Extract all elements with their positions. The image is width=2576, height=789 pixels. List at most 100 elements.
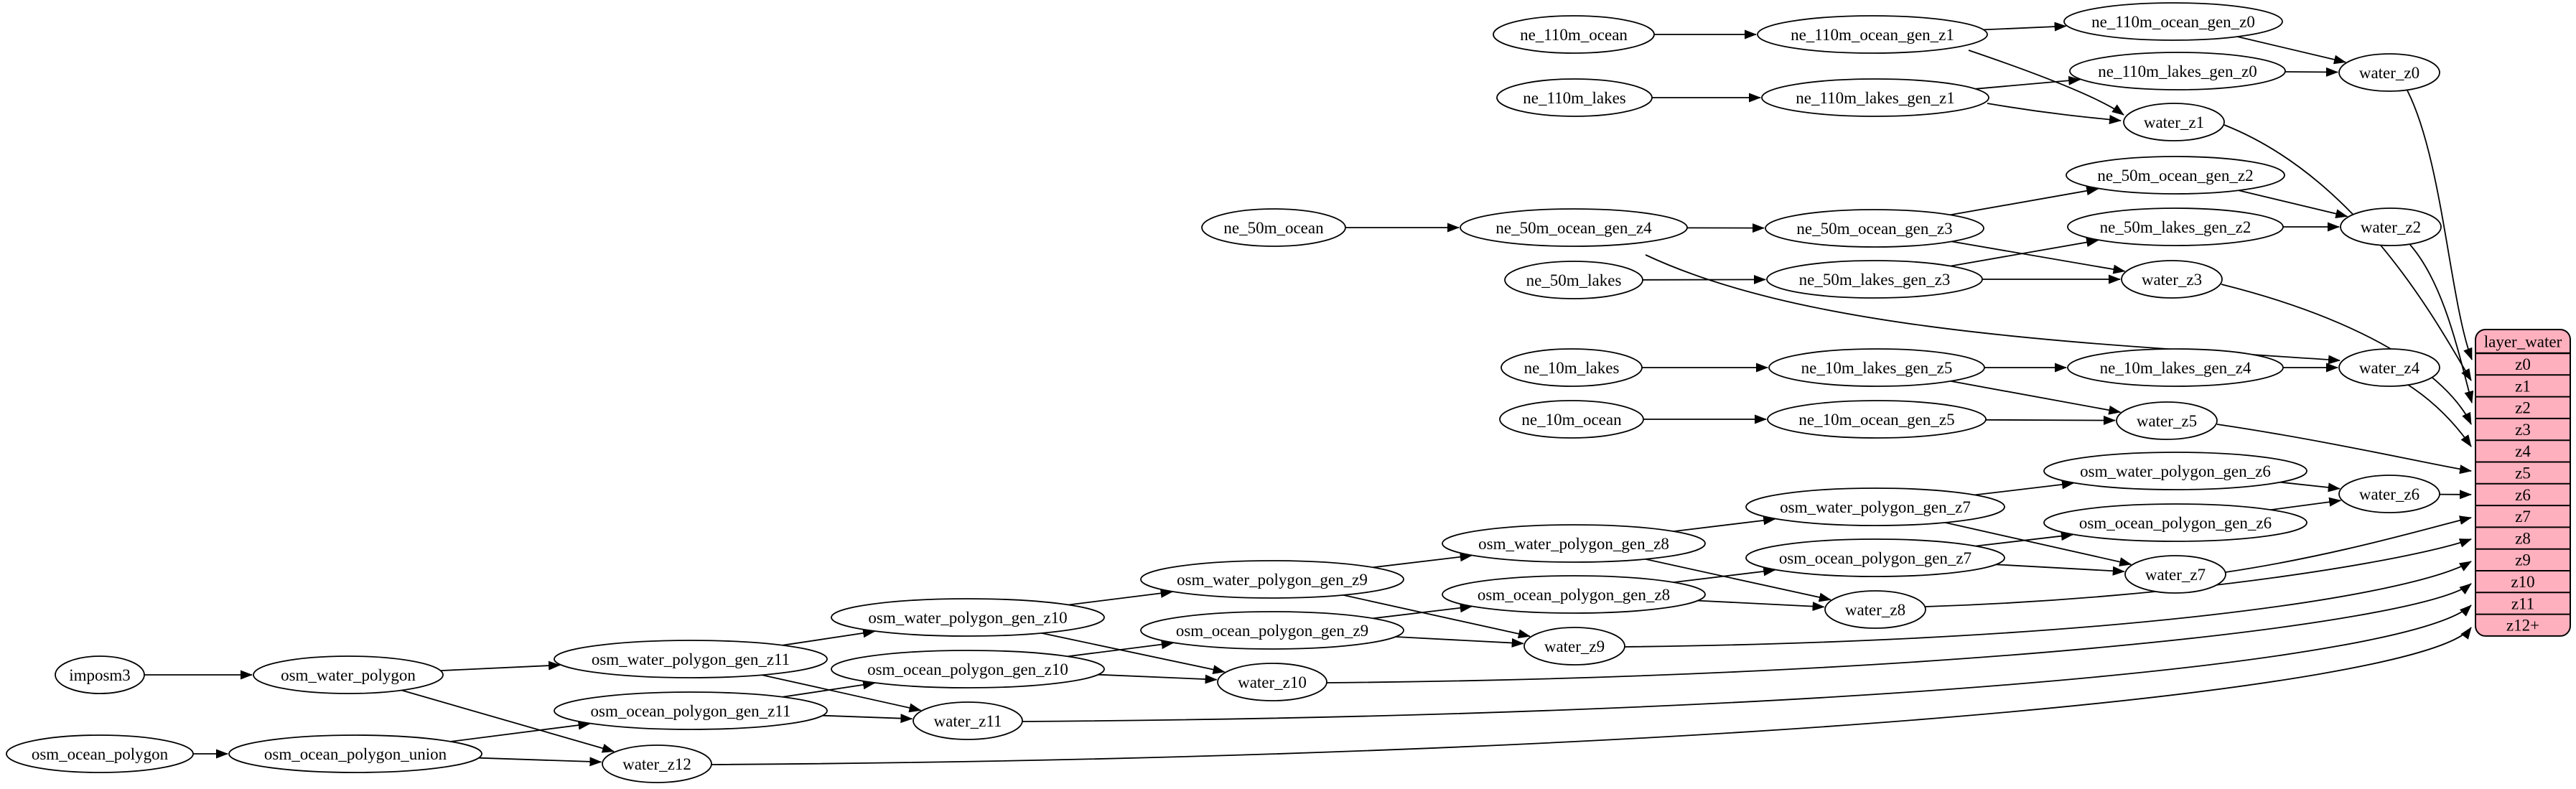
node-ellipse-osm_ocean_polygon_union [228, 734, 482, 773]
node-ne_110m_lakes: ne_110m_lakes [1496, 78, 1653, 117]
node-ellipse-ne_110m_ocean [1493, 15, 1655, 54]
edge-water_z7--row_z7 [2225, 515, 2472, 573]
edge-ne_110m_lakes_gen_z1--water_z1 [1987, 103, 2122, 124]
edge-osm_ocean_polygon_gen_z11--water_z11 [822, 714, 913, 724]
node-osm_ocean_polygon: osm_ocean_polygon [6, 734, 194, 773]
node-imposm3: imposm3 [55, 655, 145, 694]
node-ne_110m_ocean_gen_z0: ne_110m_ocean_gen_z0 [2063, 2, 2283, 41]
node-label-osm_ocean_polygon_gen_z8: osm_ocean_polygon_gen_z8 [1478, 586, 1670, 604]
node-ellipse-water_z6 [2338, 475, 2440, 513]
node-ellipse-imposm3 [55, 655, 145, 694]
edge-water_z11--row_z11 [1021, 604, 2472, 722]
edge-ne_50m_ocean_gen_z3--water_z3 [1951, 241, 2126, 274]
node-ellipse-osm_water_polygon_gen_z10 [831, 598, 1105, 637]
node-water_z3: water_z3 [2121, 260, 2223, 299]
node-label-osm_water_polygon: osm_water_polygon [281, 666, 416, 684]
edge-ne_110m_ocean_gen_z1--water_z1 [1968, 50, 2124, 116]
node-label-water_z12: water_z12 [622, 755, 691, 773]
node-label-water_z2: water_z2 [2361, 218, 2421, 236]
node-ellipse-ne_110m_ocean_gen_z0 [2063, 2, 2283, 41]
edge-ne_50m_ocean_gen_z3--ne_50m_ocean_gen_z2 [1950, 186, 2099, 216]
node-ne_10m_ocean: ne_10m_ocean [1499, 400, 1644, 439]
node-ne_110m_lakes_gen_z0: ne_110m_lakes_gen_z0 [2069, 52, 2286, 90]
node-label-ne_110m_lakes: ne_110m_lakes [1523, 89, 1626, 107]
node-label-osm_ocean_polygon_gen_z6: osm_ocean_polygon_gen_z6 [2079, 514, 2272, 532]
node-label-imposm3: imposm3 [69, 666, 131, 684]
edge-osm_water_polygon_gen_z8--water_z8 [1645, 558, 1831, 602]
node-ellipse-water_z11 [913, 701, 1023, 740]
node-ne_50m_ocean_gen_z4: ne_50m_ocean_gen_z4 [1460, 208, 1688, 247]
edge-osm_ocean_polygon_gen_z11--osm_ocean_polygon_gen_z10 [782, 680, 876, 698]
node-osm_ocean_polygon_gen_z11: osm_ocean_polygon_gen_z11 [554, 691, 828, 730]
table-row-z4: z4 [2515, 442, 2531, 460]
node-water_z1: water_z1 [2123, 103, 2225, 141]
node-water_z9: water_z9 [1523, 627, 1625, 666]
node-label-osm_ocean_polygon_union: osm_ocean_polygon_union [264, 745, 447, 763]
node-ellipse-water_z3 [2121, 260, 2223, 299]
node-label-osm_water_polygon_gen_z9: osm_water_polygon_gen_z9 [1177, 571, 1368, 589]
edge-osm_water_polygon_gen_z7--osm_water_polygon_gen_z6 [1974, 480, 2074, 496]
edge-water_z10--row_z10 [1325, 583, 2472, 683]
table-background [2475, 329, 2571, 637]
node-label-water_z0: water_z0 [2359, 64, 2419, 82]
node-ellipse-ne_50m_ocean_gen_z2 [2066, 156, 2285, 195]
node-label-ne_10m_lakes_gen_z4: ne_10m_lakes_gen_z4 [2100, 359, 2251, 377]
node-ellipse-osm_ocean_polygon_gen_z10 [831, 650, 1105, 688]
node-label-water_z5: water_z5 [2137, 412, 2197, 430]
node-label-ne_50m_ocean_gen_z3: ne_50m_ocean_gen_z3 [1796, 220, 1952, 238]
edge-osm_water_polygon_gen_z8--osm_water_polygon_gen_z7 [1673, 515, 1776, 532]
edge-osm_ocean_polygon_gen_z7--osm_ocean_polygon_gen_z6 [1975, 531, 2073, 547]
node-ne_50m_ocean: ne_50m_ocean [1201, 208, 1346, 247]
table-row-z6: z6 [2515, 486, 2531, 504]
node-ellipse-ne_50m_lakes_gen_z2 [2067, 207, 2284, 246]
node-label-osm_ocean_polygon_gen_z7: osm_ocean_polygon_gen_z7 [1779, 549, 1971, 567]
edge-osm_water_polygon--water_z12 [401, 689, 615, 753]
edge-osm_water_polygon_gen_z9--osm_water_polygon_gen_z8 [1373, 552, 1473, 569]
node-osm_water_polygon_gen_z9: osm_water_polygon_gen_z9 [1140, 560, 1404, 599]
node-label-osm_ocean_polygon: osm_ocean_polygon [32, 745, 169, 763]
node-label-osm_ocean_polygon_gen_z11: osm_ocean_polygon_gen_z11 [591, 702, 791, 720]
edge-osm_water_polygon_gen_z6--water_z6 [2279, 481, 2341, 492]
edge-ne_10m_ocean_gen_z5--water_z5 [1985, 416, 2116, 426]
table-row-z9: z9 [2515, 551, 2531, 569]
edge-osm_ocean_polygon_union--water_z12 [478, 757, 602, 767]
edge-ne_50m_ocean_gen_z4--water_z4 [1645, 254, 2341, 365]
node-ellipse-osm_ocean_polygon_gen_z7 [1745, 538, 2005, 577]
node-ne_50m_ocean_gen_z2: ne_50m_ocean_gen_z2 [2066, 156, 2285, 195]
edge-water_z4--row_z4 [2405, 383, 2472, 447]
edge-osm_water_polygon_gen_z10--water_z10 [1041, 632, 1226, 674]
table-row-z3: z3 [2515, 421, 2531, 439]
table-row-z0: z0 [2515, 355, 2531, 373]
edge-water_z8--row_z8 [1925, 538, 2472, 607]
table-row-z10: z10 [2511, 573, 2534, 591]
edge-water_z9--row_z9 [1624, 561, 2472, 648]
node-water_z6: water_z6 [2338, 475, 2440, 513]
node-ellipse-osm_water_polygon_gen_z11 [554, 640, 828, 678]
table-row-z2: z2 [2515, 399, 2531, 417]
edge-ne_110m_lakes_gen_z0--water_z0 [2285, 67, 2338, 77]
node-label-water_z11: water_z11 [934, 712, 1002, 730]
node-ellipse-ne_10m_lakes_gen_z5 [1768, 348, 1985, 387]
node-osm_ocean_polygon_gen_z6: osm_ocean_polygon_gen_z6 [2043, 503, 2307, 542]
node-ellipse-ne_10m_ocean [1499, 400, 1644, 439]
node-osm_water_polygon_gen_z7: osm_water_polygon_gen_z7 [1745, 487, 2005, 526]
node-ellipse-ne_10m_lakes_gen_z4 [2067, 348, 2284, 387]
edge-layer [144, 22, 2474, 767]
node-ellipse-osm_ocean_polygon_gen_z9 [1140, 611, 1404, 650]
node-ne_50m_lakes: ne_50m_lakes [1504, 261, 1643, 299]
edge-water_z2--row_z2 [2409, 244, 2474, 403]
node-osm_water_polygon_gen_z6: osm_water_polygon_gen_z6 [2043, 452, 2307, 490]
node-ellipse-osm_ocean_polygon_gen_z6 [2043, 503, 2307, 542]
node-ellipse-osm_water_polygon_gen_z9 [1140, 560, 1404, 599]
node-ellipse-ne_110m_lakes_gen_z1 [1761, 78, 1989, 117]
edge-water_z1--row_z1 [2223, 124, 2472, 381]
node-ellipse-ne_10m_lakes [1501, 348, 1643, 387]
node-ne_10m_lakes_gen_z5: ne_10m_lakes_gen_z5 [1768, 348, 1985, 387]
node-osm_ocean_polygon_gen_z7: osm_ocean_polygon_gen_z7 [1745, 538, 2005, 577]
node-osm_water_polygon_gen_z11: osm_water_polygon_gen_z11 [554, 640, 828, 678]
node-ellipse-osm_ocean_polygon [6, 734, 194, 773]
node-label-water_z9: water_z9 [1544, 638, 1605, 655]
node-label-ne_110m_ocean_gen_z1: ne_110m_ocean_gen_z1 [1791, 26, 1954, 44]
node-ellipse-ne_50m_lakes [1504, 261, 1643, 299]
